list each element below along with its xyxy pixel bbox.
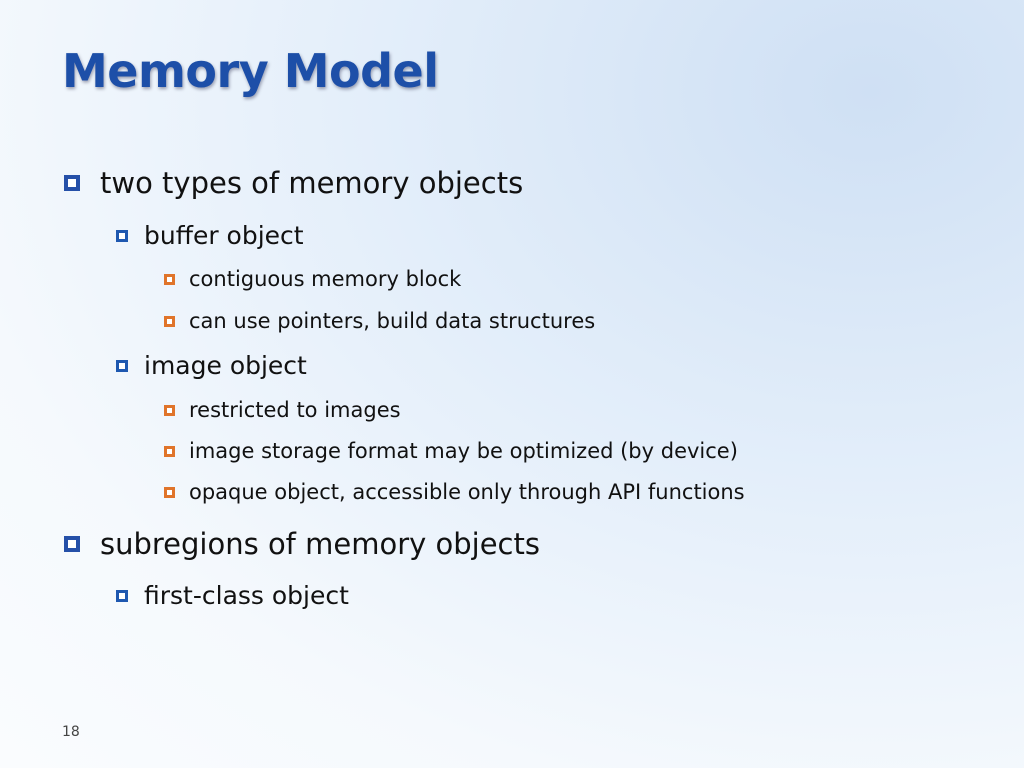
square-bullet-icon [164, 315, 175, 327]
bullet-item: opaque object, accessible only through A… [164, 480, 745, 504]
bullet-text: first-class object [144, 581, 349, 610]
slide-title: Memory Model [62, 44, 439, 98]
bullet-item: image storage format may be optimized (b… [164, 439, 738, 463]
square-bullet-icon [64, 175, 80, 191]
bullet-item: can use pointers, build data structures [164, 309, 595, 333]
bullet-text: opaque object, accessible only through A… [189, 480, 745, 504]
bullet-item: subregions of memory objects [64, 527, 540, 561]
square-bullet-icon [116, 589, 128, 602]
square-bullet-icon [116, 359, 128, 372]
square-bullet-icon [164, 445, 175, 457]
square-bullet-icon [64, 536, 80, 552]
bullet-text: can use pointers, build data structures [189, 309, 596, 333]
bullet-item: buffer object [116, 221, 304, 250]
square-bullet-icon [164, 404, 175, 416]
bullet-text: subregions of memory objects [100, 527, 540, 561]
bullet-item: two types of memory objects [64, 166, 523, 200]
bullet-item: image object [116, 351, 307, 380]
bullet-item: restricted to images [164, 398, 401, 422]
square-bullet-icon [164, 486, 175, 498]
square-bullet-icon [164, 273, 175, 285]
bullet-text: image storage format may be optimized (b… [189, 439, 738, 463]
bullet-text: image object [144, 351, 307, 380]
bullet-item: contiguous memory block [164, 267, 461, 291]
bullet-text: contiguous memory block [189, 267, 462, 291]
bullet-text: restricted to images [189, 398, 401, 422]
square-bullet-icon [116, 229, 128, 242]
bullet-item: first-class object [116, 581, 349, 610]
bullet-text: buffer object [144, 221, 304, 250]
bullet-text: two types of memory objects [100, 166, 524, 200]
page-number: 18 [62, 724, 80, 740]
